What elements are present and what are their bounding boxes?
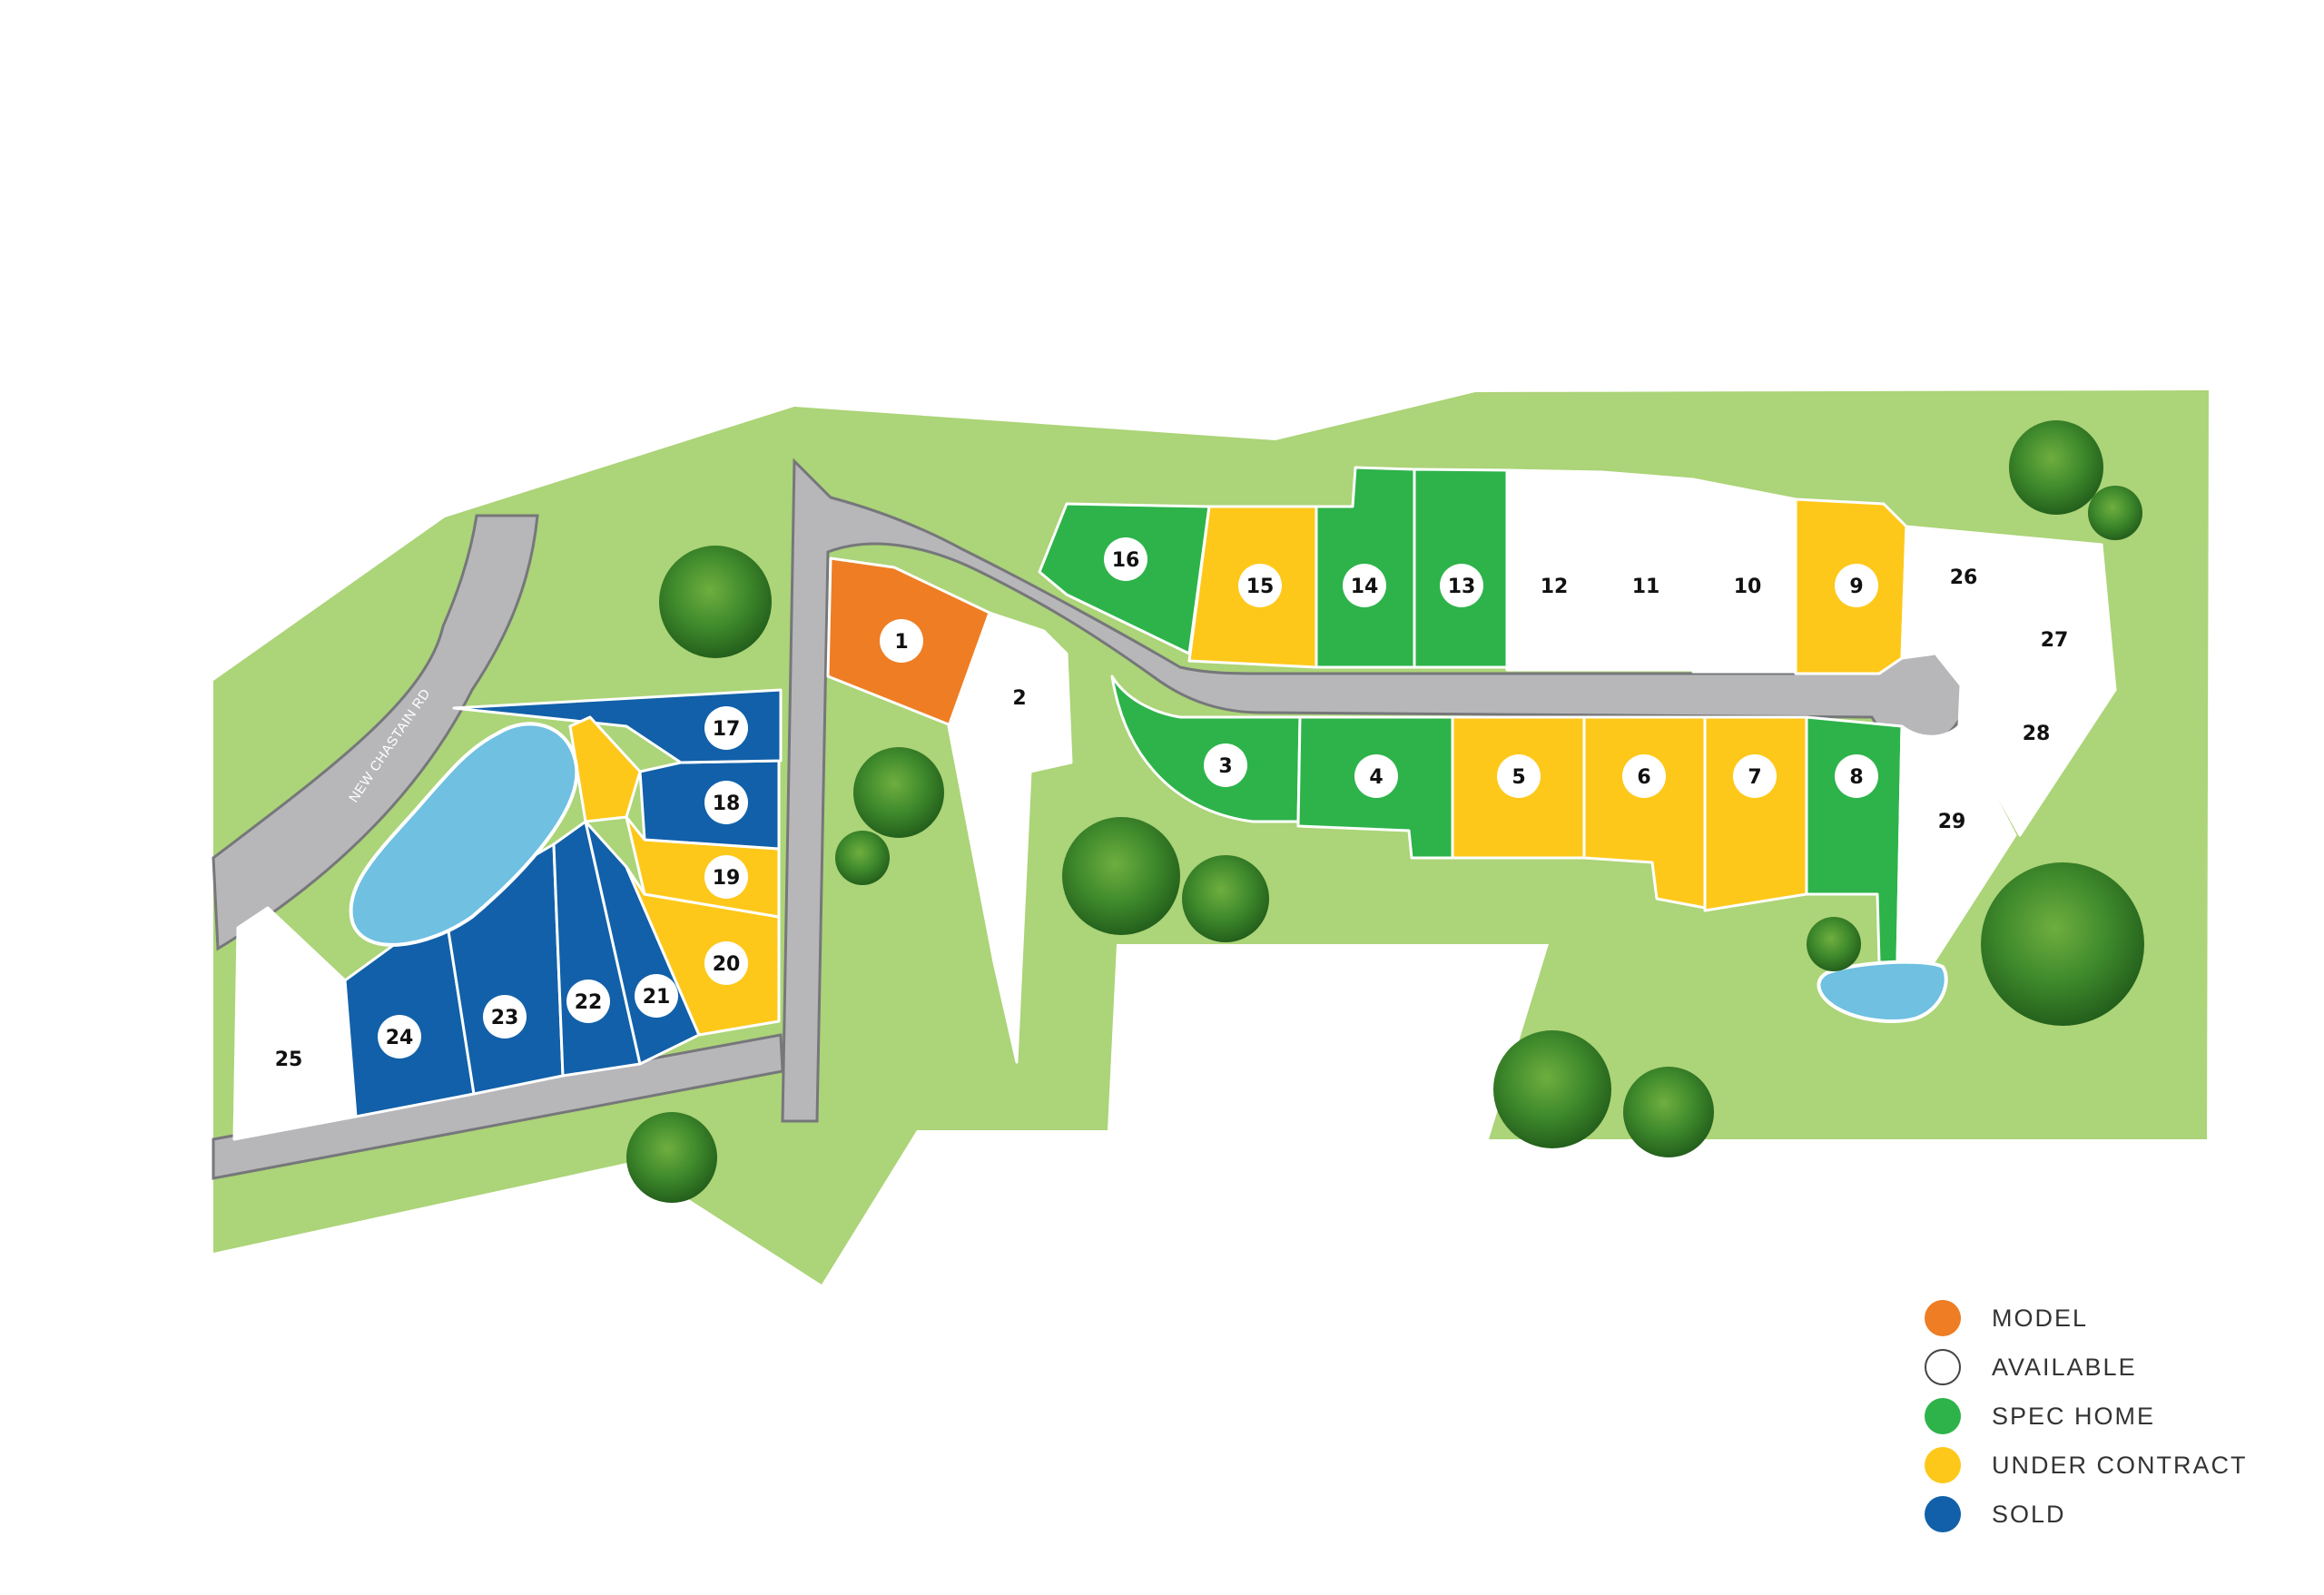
tree-icon <box>1623 1067 1714 1157</box>
lot-number: 10 <box>1734 576 1762 598</box>
new-chastain-road <box>212 514 539 951</box>
lot-17[interactable] <box>452 688 783 764</box>
lot-number: 3 <box>1218 755 1232 778</box>
lot-labels: 1 2 3 4 5 6 7 8 9 10 11 12 13 14 15 16 1… <box>275 537 2069 1071</box>
tree-icon <box>853 747 944 838</box>
lot-3[interactable] <box>1110 674 1302 823</box>
lot-number: 18 <box>713 793 741 815</box>
tree-icon <box>1981 862 2144 1026</box>
tree-icon <box>1807 917 1861 971</box>
legend-label: MODEL <box>1992 1304 2089 1332</box>
lot-28[interactable] <box>1957 684 2117 837</box>
lot-number: 27 <box>2041 629 2069 652</box>
tree-icon <box>1182 855 1269 942</box>
lot-number: 4 <box>1369 766 1383 789</box>
lot-number: 26 <box>1950 566 1978 589</box>
lot-number: 5 <box>1512 766 1525 789</box>
lot-7[interactable] <box>1703 715 1808 912</box>
lot-number: 7 <box>1748 766 1761 789</box>
lot-12[interactable] <box>1505 468 1604 672</box>
tree-icon <box>659 546 772 658</box>
legend-item-sold: SOLD <box>1925 1490 2248 1539</box>
legend-item-spec-home: SPEC HOME <box>1925 1392 2248 1441</box>
lot-number: 16 <box>1112 549 1140 572</box>
lot-number: 1 <box>894 631 908 654</box>
lot-number: 14 <box>1351 576 1379 598</box>
pond-right <box>1817 960 1948 1024</box>
lot-11[interactable] <box>1600 470 1695 672</box>
lot-2[interactable] <box>947 611 1073 1064</box>
legend-item-available: AVAILABLE <box>1925 1343 2248 1392</box>
lot-number: 2 <box>1012 687 1026 710</box>
legend-swatch-spec-home <box>1925 1398 1961 1434</box>
lot-number: 21 <box>643 986 671 1009</box>
lot-number: 11 <box>1632 576 1660 598</box>
lot-number: 23 <box>491 1007 519 1029</box>
lot-number: 17 <box>713 718 741 741</box>
lot-number: 15 <box>1246 576 1275 598</box>
legend-label: SPEC HOME <box>1992 1402 2156 1430</box>
status-legend: MODEL AVAILABLE SPEC HOME UNDER CONTRACT… <box>1925 1294 2248 1539</box>
ponds <box>349 722 1948 1024</box>
tree-icon <box>1493 1030 1611 1148</box>
lot-number: 25 <box>275 1049 303 1071</box>
lot-number: 8 <box>1849 766 1863 789</box>
tree-icon <box>835 831 890 885</box>
lot-29[interactable] <box>1896 724 2017 964</box>
lot-20[interactable] <box>625 865 781 1037</box>
lots-layer <box>232 466 2117 1141</box>
lot-number: 24 <box>386 1027 414 1049</box>
lot-number: 13 <box>1448 576 1476 598</box>
legend-item-under-contract: UNDER CONTRACT <box>1925 1441 2248 1490</box>
legend-item-model: MODEL <box>1925 1294 2248 1343</box>
lot-number: 22 <box>575 991 603 1014</box>
legend-swatch-sold <box>1925 1496 1961 1532</box>
pond-left <box>349 722 579 947</box>
tree-icon <box>2009 420 2103 515</box>
lot-number: 20 <box>713 953 741 976</box>
lot-sold-strip <box>568 715 642 823</box>
lot-number: 29 <box>1938 811 1966 833</box>
lot-number: 9 <box>1849 576 1863 598</box>
legend-label: AVAILABLE <box>1992 1353 2137 1381</box>
legend-label: SOLD <box>1992 1500 2066 1528</box>
legend-swatch-under-contract <box>1925 1447 1961 1483</box>
tree-icon <box>2088 486 2142 540</box>
tree-icon <box>1062 817 1180 935</box>
lot-number: 28 <box>2023 723 2051 745</box>
tree-icon <box>626 1112 717 1203</box>
legend-label: UNDER CONTRACT <box>1992 1451 2248 1479</box>
trees <box>626 420 2144 1203</box>
lot-number: 6 <box>1637 766 1650 789</box>
legend-swatch-model <box>1925 1300 1961 1336</box>
legend-swatch-available <box>1925 1349 1961 1385</box>
lot-number: 19 <box>713 867 741 890</box>
lot-number: 12 <box>1541 576 1569 598</box>
